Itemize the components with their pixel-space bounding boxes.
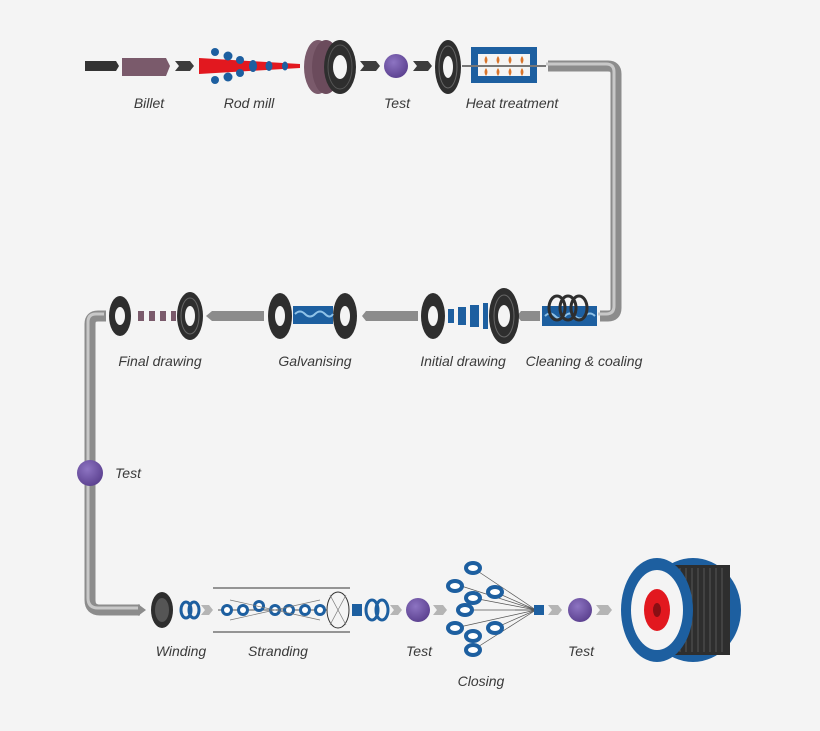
finished-rope-reel xyxy=(621,558,741,662)
coil-icon xyxy=(435,40,461,94)
arrow-icon xyxy=(433,605,447,615)
label-initial-drawing: Initial drawing xyxy=(420,353,506,369)
arrow-icon xyxy=(138,604,146,616)
test-node-3 xyxy=(406,598,430,622)
stranding-stage xyxy=(213,587,402,633)
track-segment xyxy=(517,311,540,321)
cleaning-coating-stage xyxy=(542,294,597,326)
label-billet: Billet xyxy=(133,95,165,111)
label-test-2: Test xyxy=(115,465,141,481)
test-node-1 xyxy=(384,54,408,78)
label-galvanising: Galvanising xyxy=(278,353,352,369)
heat-treatment-furnace xyxy=(462,47,546,83)
initial-drawing-stage xyxy=(421,288,519,344)
billet-stage xyxy=(85,58,194,76)
label-test-3: Test xyxy=(406,643,432,659)
rod-mill-stage xyxy=(199,48,300,84)
closing-stage xyxy=(446,561,562,657)
test-node-2 xyxy=(77,460,103,486)
arrow-icon xyxy=(360,61,380,71)
label-stranding: Stranding xyxy=(248,643,308,659)
test-node-4 xyxy=(568,598,592,622)
label-final-drawing: Final drawing xyxy=(118,353,202,369)
label-test-1: Test xyxy=(384,95,410,111)
track-segment xyxy=(362,311,418,321)
arrow-icon xyxy=(413,61,432,71)
arrow-icon xyxy=(596,605,612,615)
track-segment xyxy=(206,311,264,321)
label-rod-mill: Rod mill xyxy=(223,95,275,111)
label-test-4: Test xyxy=(568,643,594,659)
label-closing: Closing xyxy=(457,673,505,689)
label-heat-treatment: Heat treatment xyxy=(465,95,559,111)
rod-coil xyxy=(304,40,356,94)
label-winding: Winding xyxy=(155,643,207,659)
winding-stage xyxy=(151,592,213,628)
final-drawing-stage xyxy=(109,292,203,340)
label-cleaning-coating: Cleaning & coaling xyxy=(525,353,643,369)
galvanising-stage xyxy=(268,293,357,339)
